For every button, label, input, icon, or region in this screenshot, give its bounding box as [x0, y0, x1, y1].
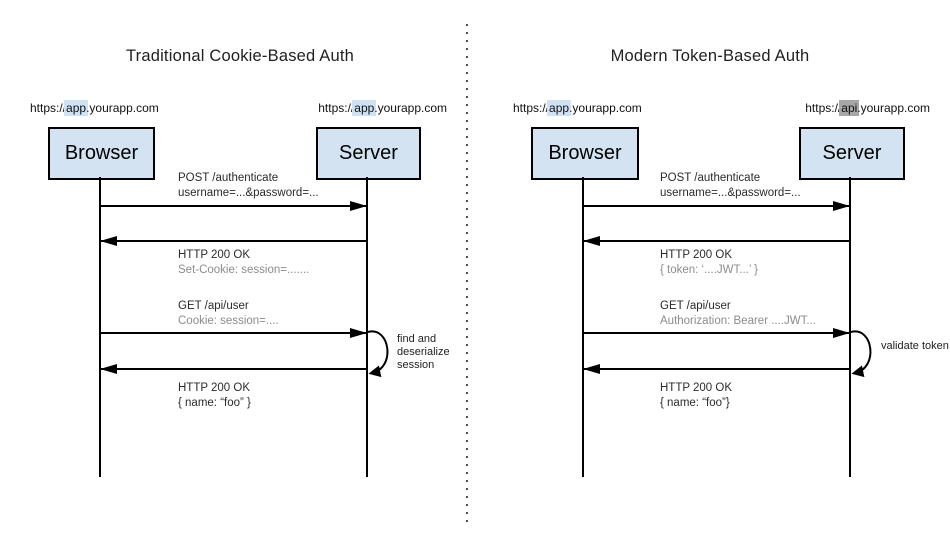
browser-url: https://app.yourapp.com	[513, 100, 642, 116]
message-label: GET /api/user Cookie: session=....	[178, 299, 279, 329]
browser-box: Browser	[531, 127, 639, 180]
url-segment: https://	[513, 101, 550, 115]
server-note: find and deserialize session	[397, 333, 450, 372]
message-line2: Cookie: session=....	[178, 315, 279, 327]
message-line2: Authorization: Bearer ....JWT...	[660, 315, 816, 327]
message-arrow-right	[583, 201, 850, 211]
message-arrow-left	[583, 236, 850, 246]
message-arrow-right	[100, 328, 367, 338]
server-note-line: deserialize	[397, 346, 450, 358]
url-highlight: app	[547, 100, 572, 116]
message-label: POST /authenticate username=...&password…	[178, 171, 319, 201]
message-line2: username=...&password=...	[178, 187, 319, 199]
message-label: HTTP 200 OK { token: ‘....JWT...’ }	[660, 248, 758, 278]
server-lifeline	[366, 177, 368, 477]
server-note: validate token	[881, 340, 949, 353]
browser-lifeline	[582, 177, 584, 477]
browser-box: Browser	[48, 127, 155, 180]
message-line2: { name: “foo” }	[178, 397, 251, 409]
message-label: HTTP 200 OK { name: “foo”}	[660, 381, 732, 411]
self-loop-arrow	[850, 330, 872, 378]
message-line2: Set-Cookie: session=.......	[178, 264, 310, 276]
panel-title: Traditional Cookie-Based Auth	[125, 47, 355, 65]
message-line1: HTTP 200 OK	[178, 249, 251, 261]
server-box: Server	[316, 127, 421, 180]
message-line2: { token: ‘....JWT...’ }	[660, 264, 758, 276]
url-segment: https://	[30, 101, 67, 115]
message-line1: HTTP 200 OK	[178, 382, 251, 394]
message-line2: username=...&password=...	[660, 187, 801, 199]
server-url: https://app.yourapp.com	[307, 100, 447, 116]
message-arrow-right	[583, 328, 850, 338]
message-line1: HTTP 200 OK	[660, 382, 733, 394]
server-lifeline	[849, 177, 851, 477]
server-note-line: validate token	[881, 340, 949, 352]
url-highlight: app	[352, 100, 377, 116]
server-box: Server	[799, 127, 905, 180]
server-note-line: find and	[397, 333, 437, 345]
url-segment: .yourapp.com	[857, 101, 930, 115]
url-highlight: app	[64, 100, 89, 116]
message-label: HTTP 200 OK { name: “foo” }	[178, 381, 251, 411]
message-arrow-right	[100, 201, 367, 211]
message-arrow-left	[100, 236, 367, 246]
actor-name: Server	[822, 142, 882, 164]
browser-url: https://app.yourapp.com	[30, 100, 159, 116]
message-arrow-left	[583, 364, 850, 374]
url-segment: https://	[805, 101, 842, 115]
actor-name: Server	[339, 142, 398, 164]
url-highlight: api	[839, 100, 860, 116]
self-loop-arrow	[367, 330, 389, 378]
panel-title: Modern Token-Based Auth	[610, 47, 810, 65]
url-segment: https://	[318, 101, 355, 115]
actor-name: Browser	[548, 142, 622, 164]
server-note-line: session	[397, 359, 435, 371]
message-arrow-left	[100, 364, 367, 374]
message-label: HTTP 200 OK Set-Cookie: session=.......	[178, 248, 309, 278]
url-segment: .yourapp.com	[86, 101, 159, 115]
message-line2: { name: “foo”}	[660, 397, 730, 409]
message-line1: POST /authenticate	[178, 172, 279, 184]
message-line1: GET /api/user	[178, 300, 249, 312]
actor-name: Browser	[64, 142, 139, 164]
message-line1: POST /authenticate	[660, 172, 761, 184]
panel-divider	[466, 24, 468, 522]
message-label: POST /authenticate username=...&password…	[660, 171, 801, 201]
browser-lifeline	[99, 177, 101, 477]
message-line1: GET /api/user	[660, 300, 731, 312]
server-url: https://api.yourapp.com	[790, 100, 930, 116]
url-segment: .yourapp.com	[569, 101, 642, 115]
message-label: GET /api/user Authorization: Bearer ....…	[660, 299, 816, 329]
url-segment: .yourapp.com	[374, 101, 447, 115]
message-line1: HTTP 200 OK	[660, 249, 733, 261]
